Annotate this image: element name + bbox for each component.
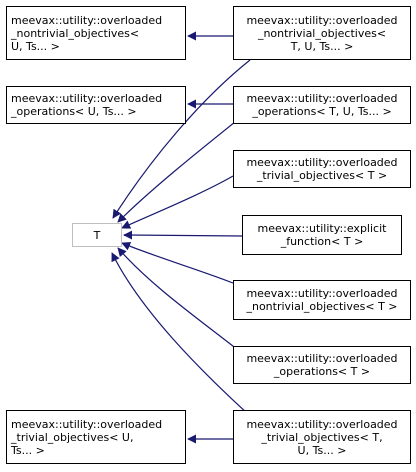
node-label-line: _operations< T, U, Ts... > (252, 105, 392, 118)
node-overloaded-trivial-objectives-u-ts[interactable]: meevax::utility::overloaded _trivial_obj… (6, 410, 186, 464)
edge-nontrivial-tu-to-t (112, 59, 251, 219)
node-label-line: meevax::utility::overloaded (246, 92, 398, 105)
node-label-line: meevax::utility::overloaded (11, 13, 163, 27)
node-label-line: meevax::utility::overloaded (246, 417, 398, 431)
node-label-line: U, Ts... > (297, 443, 347, 457)
node-label-line: _nontrivial_objectives< (11, 26, 140, 40)
node-overloaded-trivial-objectives-t[interactable]: meevax::utility::overloaded _trivial_obj… (233, 150, 411, 188)
edge-trivial-tu-to-t (111, 252, 249, 415)
node-label-line: _operations< T > (273, 365, 371, 378)
edge-operations-tu-to-t (117, 117, 241, 223)
node-overloaded-nontrivial-objectives-t[interactable]: meevax::utility::overloaded _nontrivial_… (233, 280, 411, 320)
node-label-line: meevax::utility::overloaded (11, 417, 163, 431)
node-label-line: _nontrivial_objectives< (257, 26, 387, 40)
edge-operations-t-to-t (117, 247, 239, 351)
node-overloaded-operations-t[interactable]: meevax::utility::overloaded _operations<… (233, 346, 411, 384)
edge-explicit-to-t (123, 230, 243, 240)
node-label-line: meevax::utility::overloaded (246, 352, 398, 365)
node-overloaded-nontrivial-objectives-t-u-ts[interactable]: meevax::utility::overloaded _nontrivial_… (233, 6, 411, 60)
node-label-line: _trivial_objectives< T > (256, 169, 388, 182)
node-label-line: _nontrivial_objectives< T > (246, 300, 398, 313)
node-label-line: _operations< U, Ts... > (11, 105, 137, 118)
node-label-line: U, Ts... > (11, 39, 60, 53)
node-label-line: meevax::utility::explicit (257, 222, 387, 235)
node-label-line: T, U, Ts... > (290, 39, 354, 53)
edge-nontrivial-t-to-t (121, 242, 234, 284)
node-label-line: T (93, 228, 101, 242)
node-t[interactable]: T (72, 223, 122, 247)
node-label-line: meevax::utility::overloaded (11, 92, 163, 105)
node-label-line: meevax::utility::overloaded (246, 156, 398, 169)
node-label-line: _trivial_objectives< T, (261, 430, 383, 444)
node-explicit-function-t[interactable]: meevax::utility::explicit _function< T > (242, 215, 402, 255)
node-overloaded-operations-u-ts[interactable]: meevax::utility::overloaded _operations<… (6, 86, 186, 124)
node-label-line: meevax::utility::overloaded (246, 13, 398, 27)
node-overloaded-operations-t-u-ts[interactable]: meevax::utility::overloaded _operations<… (233, 86, 411, 124)
node-label-line: Ts... > (11, 443, 45, 457)
node-label-line: _trivial_objectives< U, (11, 430, 134, 444)
node-overloaded-nontrivial-objectives-u-ts[interactable]: meevax::utility::overloaded _nontrivial_… (6, 6, 186, 60)
node-label-line: _function< T > (280, 235, 364, 248)
edge-trivial-t-to-t (121, 175, 234, 229)
node-overloaded-trivial-objectives-t-u-ts[interactable]: meevax::utility::overloaded _trivial_obj… (233, 410, 411, 464)
node-label-line: meevax::utility::overloaded (246, 287, 398, 300)
